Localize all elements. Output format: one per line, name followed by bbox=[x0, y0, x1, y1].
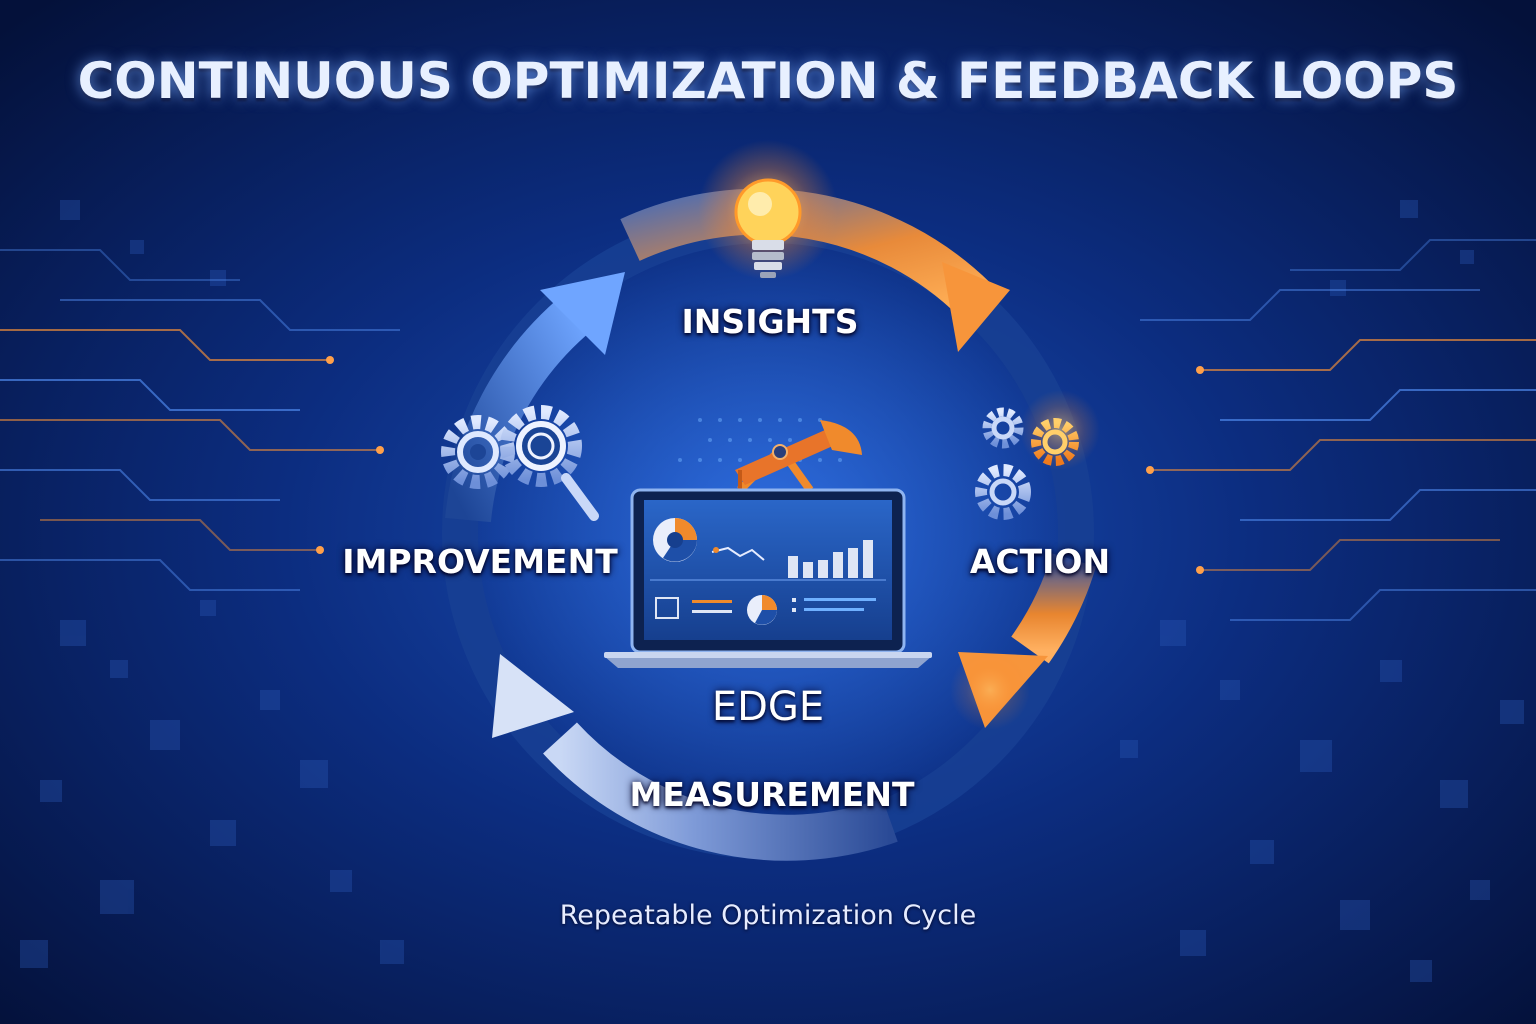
measurement-arrow-glow bbox=[950, 650, 1030, 730]
circuit-dots-right bbox=[1146, 366, 1204, 574]
arrow-measurement-to-improvement bbox=[543, 722, 898, 861]
circuit-lines-left bbox=[0, 249, 400, 591]
arrow-head-insights bbox=[540, 272, 625, 355]
stage-label-measurement: MEASUREMENT bbox=[629, 775, 915, 814]
page-title: CONTINUOUS OPTIMIZATION & FEEDBACK LOOPS bbox=[77, 52, 1459, 110]
background-data-squares bbox=[20, 200, 1524, 982]
oil-pumpjack-icon bbox=[735, 420, 862, 495]
arrow-head-action bbox=[942, 262, 1010, 352]
laptop-dashboard-icon bbox=[604, 488, 932, 668]
stage-label-improvement: IMPROVEMENT bbox=[342, 542, 618, 581]
diagram-caption: Repeatable Optimization Cycle bbox=[559, 900, 977, 931]
arrow-head-improvement bbox=[492, 654, 574, 738]
gears-icon bbox=[975, 407, 1079, 520]
center-label-edge: EDGE bbox=[711, 684, 825, 730]
circuit-dots-left bbox=[316, 356, 384, 554]
stage-label-action: ACTION bbox=[969, 542, 1111, 581]
stage-label-insights: INSIGHTS bbox=[681, 302, 859, 341]
gears-magnifier-icon bbox=[441, 405, 599, 521]
arrow-action-to-measurement bbox=[1011, 552, 1097, 664]
lightbulb-icon bbox=[698, 140, 838, 280]
circuit-lines-right bbox=[1140, 239, 1536, 621]
arrow-improvement-to-insights bbox=[445, 294, 593, 523]
